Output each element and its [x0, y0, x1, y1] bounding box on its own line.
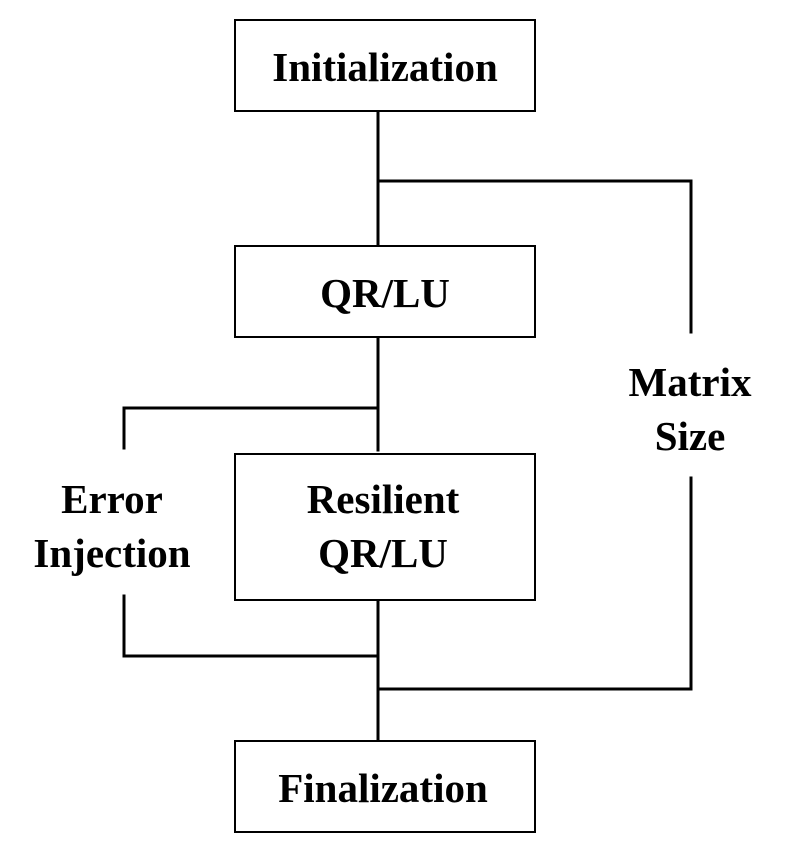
- resilient-label-line2: QR/LU: [318, 530, 448, 576]
- resilient-label-line1: Resilient: [307, 476, 460, 522]
- finalization-label: Finalization: [278, 765, 488, 811]
- node-qrlu: QR/LU: [234, 245, 536, 338]
- finalization-box: [234, 740, 536, 833]
- matrix-size-line1: Matrix: [629, 359, 752, 405]
- qrlu-label: QR/LU: [320, 270, 450, 316]
- matrix-size-line2: Size: [655, 413, 726, 459]
- node-resilient-qrlu: Resilient QR/LU: [234, 453, 536, 601]
- error-injection-loop-bottom: [122, 594, 380, 658]
- qrlu-box: [234, 245, 536, 338]
- error-injection-loop-top: [122, 406, 380, 450]
- matrix-size-loop-bottom: [376, 476, 693, 691]
- resilient-qrlu-box: [234, 453, 536, 601]
- initialization-label: Initialization: [272, 44, 498, 90]
- node-initialization: Initialization: [234, 19, 536, 112]
- node-finalization: Finalization: [234, 740, 536, 833]
- initialization-box: [234, 19, 536, 112]
- matrix-size-label: Matrix Size: [629, 359, 752, 459]
- error-injection-label: Error Injection: [33, 476, 190, 576]
- error-injection-line1: Error: [61, 476, 163, 522]
- connectors: [122, 109, 693, 743]
- error-injection-line2: Injection: [33, 530, 190, 576]
- matrix-size-loop-top: [376, 179, 693, 334]
